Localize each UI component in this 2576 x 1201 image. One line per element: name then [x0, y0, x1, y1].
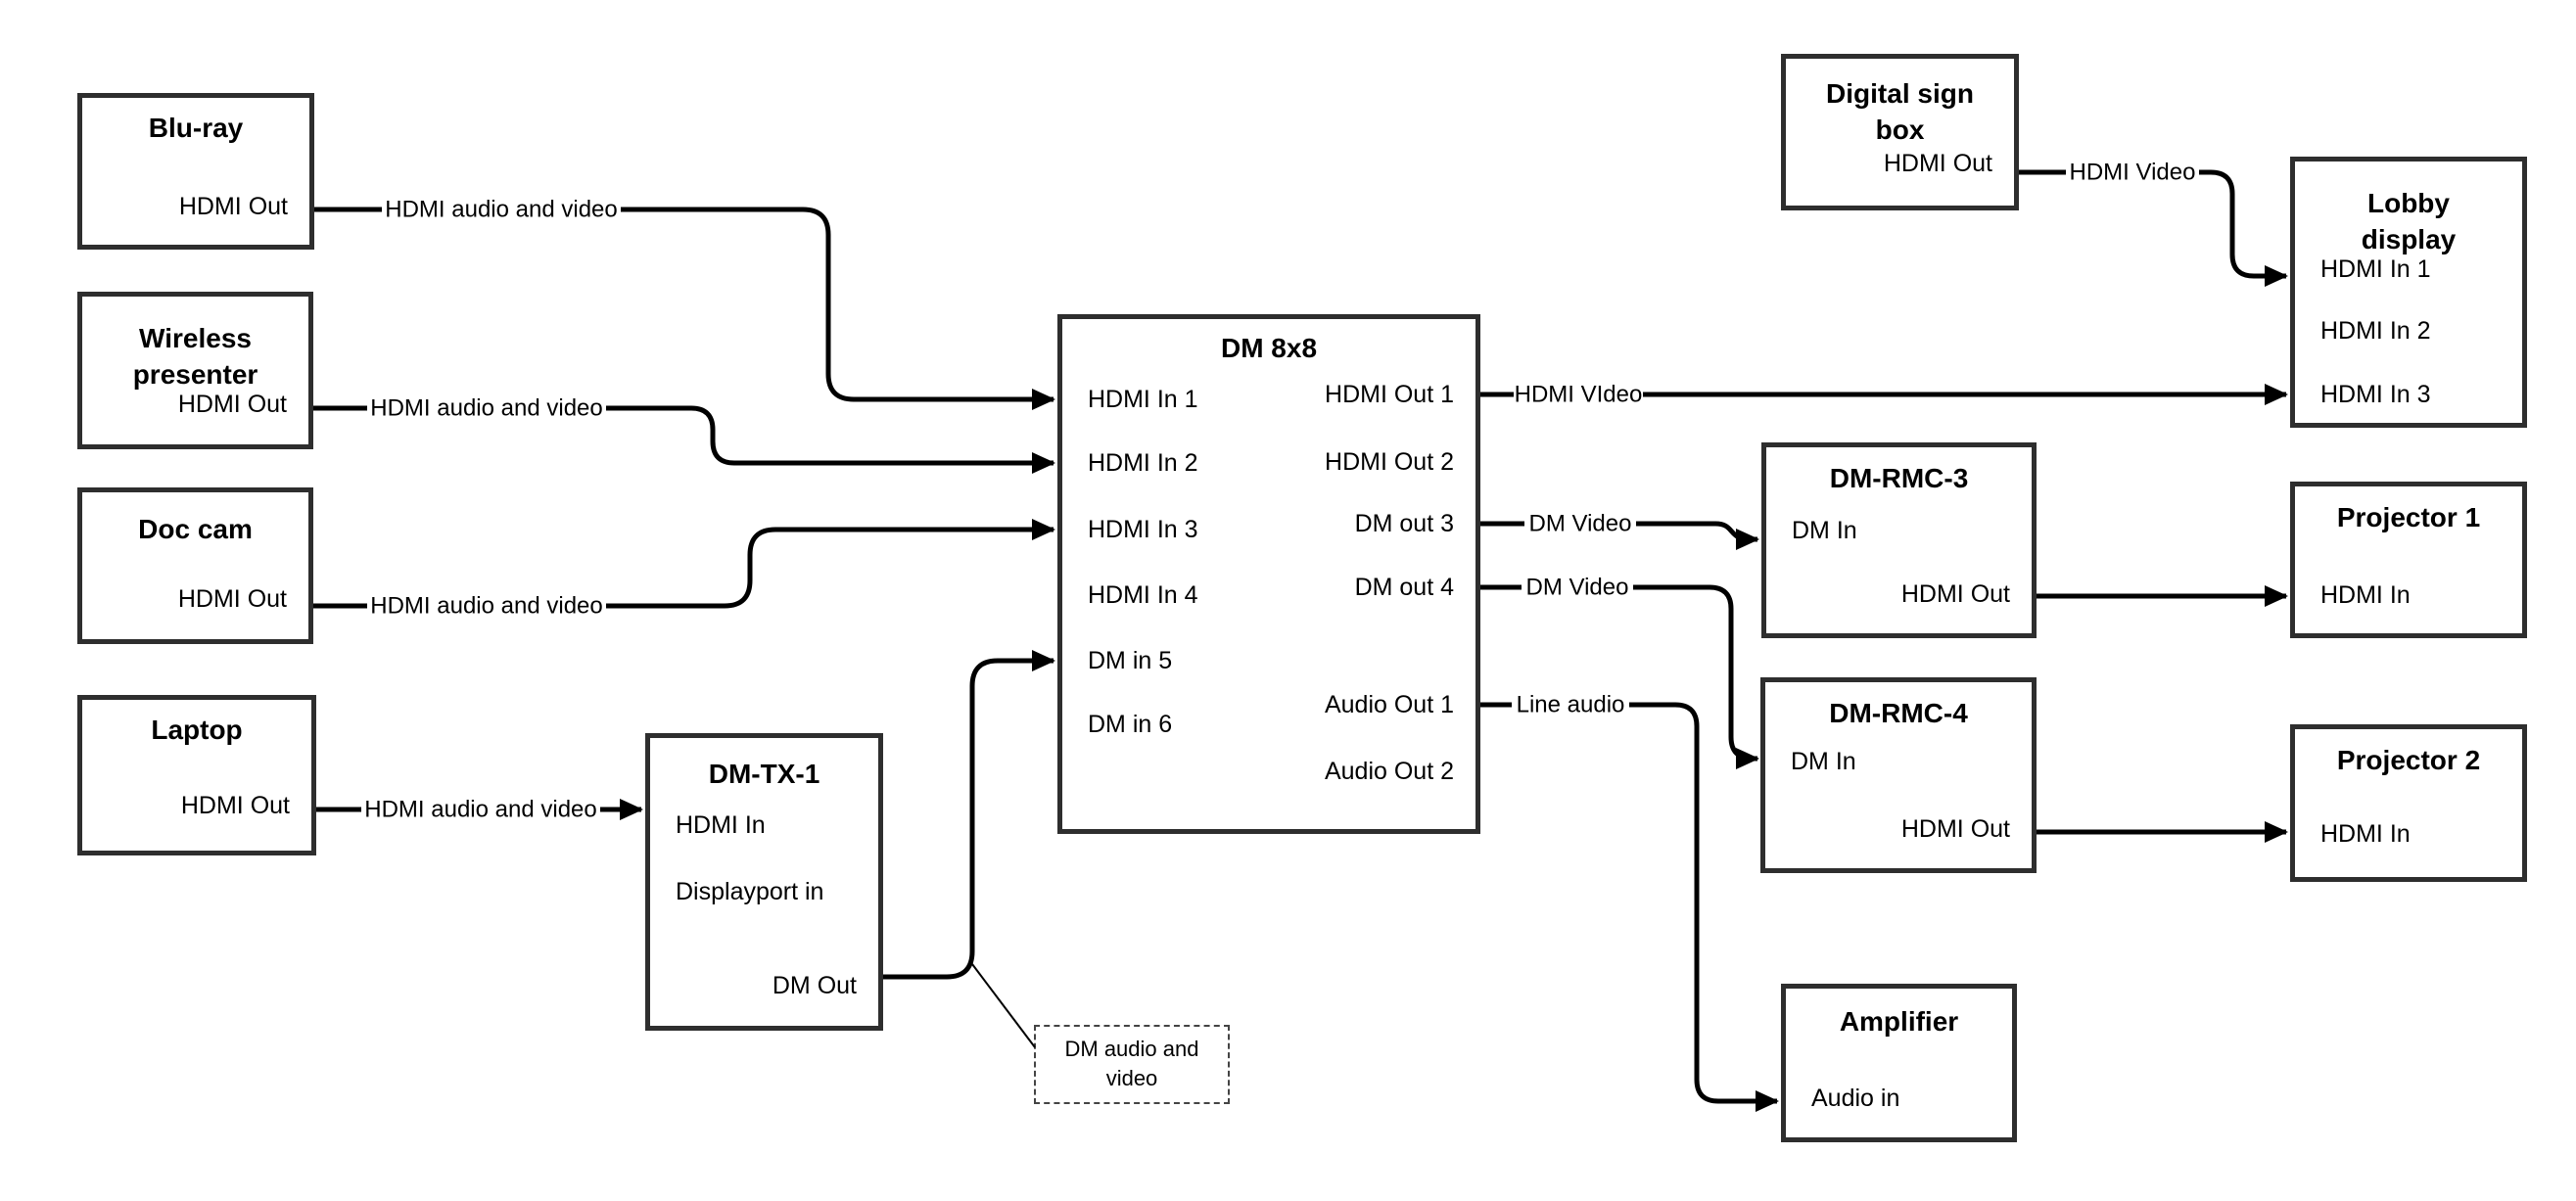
port-audio-out-1: Audio Out 1 — [1324, 691, 1454, 718]
node-title: DM-RMC-3 — [1829, 463, 1969, 493]
node-title: Projector 1 — [2336, 502, 2481, 532]
wire-dmtx1-to-dm8x8-in5 — [883, 650, 1055, 980]
port-audio-in: Audio in — [1811, 1085, 1900, 1112]
node-doc-cam: Doc cam HDMI Out — [77, 487, 313, 644]
port-hdmi-out-2: HDMI Out 2 — [1325, 448, 1454, 476]
port-dm-out-4: DM out 4 — [1354, 574, 1454, 601]
port-dm-in: DM In — [1791, 748, 1856, 775]
node-dm-8x8-matrix: DM 8x8 HDMI In 1 HDMI In 2 HDMI In 3 HDM… — [1057, 314, 1480, 834]
port-audio-out-2: Audio Out 2 — [1324, 758, 1454, 785]
node-projector-2: Projector 2 HDMI In — [2290, 724, 2527, 882]
port-hdmi-out: HDMI Out — [1900, 580, 2010, 608]
port-hdmi-out-1: HDMI Out 1 — [1325, 381, 1454, 408]
wire-audioout1-to-amplifier — [1480, 702, 1779, 1112]
wire-label: HDMI audio and video — [364, 797, 596, 823]
wire-digitalsign-to-lobby-in1 — [2019, 169, 2288, 287]
wire-label: Line audio — [1517, 692, 1625, 718]
node-title: Blu-ray — [148, 113, 244, 143]
callout-dm-audio-video: DM audio and video — [1034, 1025, 1230, 1104]
port-hdmi-out: HDMI Out — [1883, 150, 1992, 177]
node-projector-1: Projector 1 HDMI In — [2290, 482, 2527, 638]
wire-label: HDMI audio and video — [370, 593, 602, 620]
callout-pointer-line — [971, 963, 1036, 1048]
port-dm-out: DM Out — [772, 972, 857, 999]
port-hdmi-in-3: HDMI In 3 — [2320, 381, 2431, 408]
port-hdmi-out: HDMI Out — [177, 391, 287, 418]
wire-label: DM Video — [1529, 511, 1632, 537]
port-dm-in: DM In — [1792, 517, 1857, 544]
wire-label: DM Video — [1526, 575, 1629, 601]
port-displayport-in: Displayport in — [676, 878, 824, 905]
node-title: DM 8x8 — [1220, 333, 1318, 363]
port-hdmi-in: HDMI In — [676, 811, 766, 839]
node-laptop: Laptop HDMI Out — [77, 695, 316, 855]
node-dm-rmc-3: DM-RMC-3 DM In HDMI Out — [1761, 442, 2037, 638]
port-hdmi-in-2: HDMI In 2 — [1088, 449, 1198, 477]
node-title: Doc cam — [138, 514, 253, 544]
node-title: DM-RMC-4 — [1829, 698, 1968, 728]
wire-dm8x8-out4-to-rmc4 — [1480, 584, 1759, 769]
port-hdmi-in: HDMI In — [2320, 820, 2411, 848]
wire-wireless-to-dm8x8-in2 — [313, 405, 1055, 474]
port-hdmi-out: HDMI Out — [178, 193, 288, 220]
port-hdmi-in-2: HDMI In 2 — [2320, 317, 2431, 345]
port-hdmi-in-1: HDMI In 1 — [2320, 255, 2431, 283]
port-hdmi-out: HDMI Out — [180, 792, 290, 819]
wire-label: HDMI audio and video — [370, 395, 602, 422]
port-hdmi-in-3: HDMI In 3 — [1088, 516, 1198, 543]
wire-label: HDMI Video — [2070, 160, 2196, 186]
port-hdmi-out: HDMI Out — [1900, 815, 2010, 843]
node-dm-tx-1: DM-TX-1 HDMI In Displayport in DM Out — [645, 733, 883, 1031]
node-blu-ray: Blu-ray HDMI Out — [77, 93, 314, 250]
port-dm-out-3: DM out 3 — [1354, 510, 1454, 537]
node-title: Amplifier — [1839, 1006, 1959, 1037]
wire-label: HDMI VIdeo — [1515, 382, 1643, 408]
port-dm-in-6: DM in 6 — [1088, 711, 1173, 738]
wire-bluray-to-dm8x8-in1 — [314, 207, 1055, 410]
wire-doccam-to-dm8x8-in3 — [313, 519, 1055, 609]
port-hdmi-in-4: HDMI In 4 — [1088, 581, 1198, 609]
port-hdmi-out: HDMI Out — [177, 585, 287, 613]
wire-label: HDMI audio and video — [385, 197, 617, 223]
port-hdmi-in: HDMI In — [2320, 581, 2411, 609]
wire-dm8x8-out3-to-rmc3 — [1480, 521, 1759, 550]
node-title: Projector 2 — [2336, 745, 2481, 775]
node-title: DM-TX-1 — [708, 759, 820, 789]
port-dm-in-5: DM in 5 — [1088, 647, 1173, 674]
node-dm-rmc-4: DM-RMC-4 DM In HDMI Out — [1760, 677, 2037, 873]
node-amplifier: Amplifier Audio in — [1781, 984, 2017, 1142]
port-hdmi-in-1: HDMI In 1 — [1088, 386, 1198, 413]
node-title: Laptop — [151, 715, 243, 745]
